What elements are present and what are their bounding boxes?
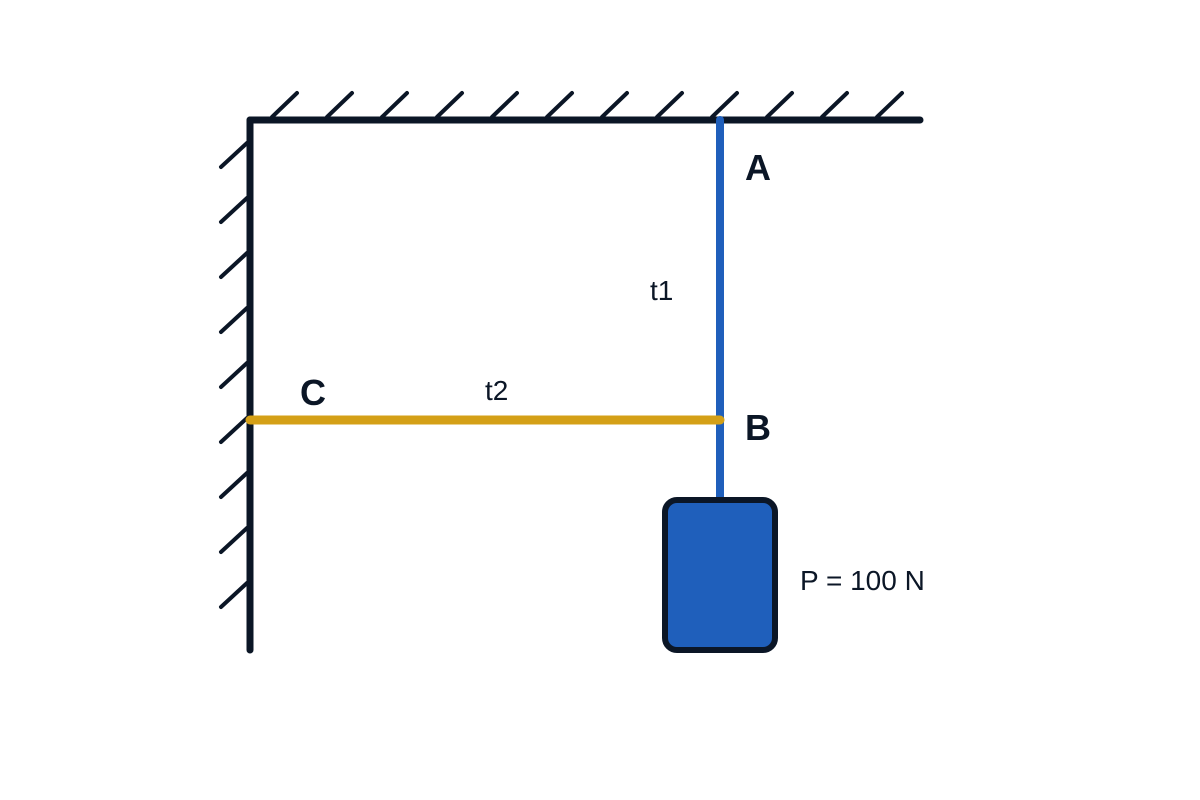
wall-support [219, 116, 254, 654]
wall-hatch [219, 471, 249, 499]
wall-hatch [219, 581, 249, 609]
point-label-a: A [745, 147, 771, 188]
ceiling-hatch [325, 91, 354, 119]
load-label: P = 100 N [800, 565, 925, 596]
ceiling-support [246, 91, 924, 124]
wall-hatch [219, 526, 249, 554]
ceiling-hatch [380, 91, 409, 119]
ceiling-hatch [270, 91, 299, 119]
ceiling-hatch [655, 91, 684, 119]
ceiling-hatch [490, 91, 519, 119]
ceiling-hatch [545, 91, 574, 119]
point-label-c: C [300, 372, 326, 413]
wall-hatching [219, 141, 249, 609]
wall-hatch [219, 361, 249, 389]
hanging-weight [662, 497, 778, 653]
rope-label-t1: t1 [650, 275, 673, 306]
ceiling-hatch [765, 91, 794, 119]
ceiling-hatching [270, 91, 904, 119]
ceiling-hatch [875, 91, 904, 119]
wall-hatch [219, 416, 249, 444]
ceiling-hatch [435, 91, 464, 119]
ceiling-hatch [820, 91, 849, 119]
wall-hatch [219, 196, 249, 224]
wall-hatch [219, 306, 249, 334]
ceiling-hatch [710, 91, 739, 119]
ceiling-hatch [600, 91, 629, 119]
rope-label-t2: t2 [485, 375, 508, 406]
wall-hatch [219, 141, 249, 169]
wall-hatch [219, 251, 249, 279]
point-label-b: B [745, 407, 771, 448]
